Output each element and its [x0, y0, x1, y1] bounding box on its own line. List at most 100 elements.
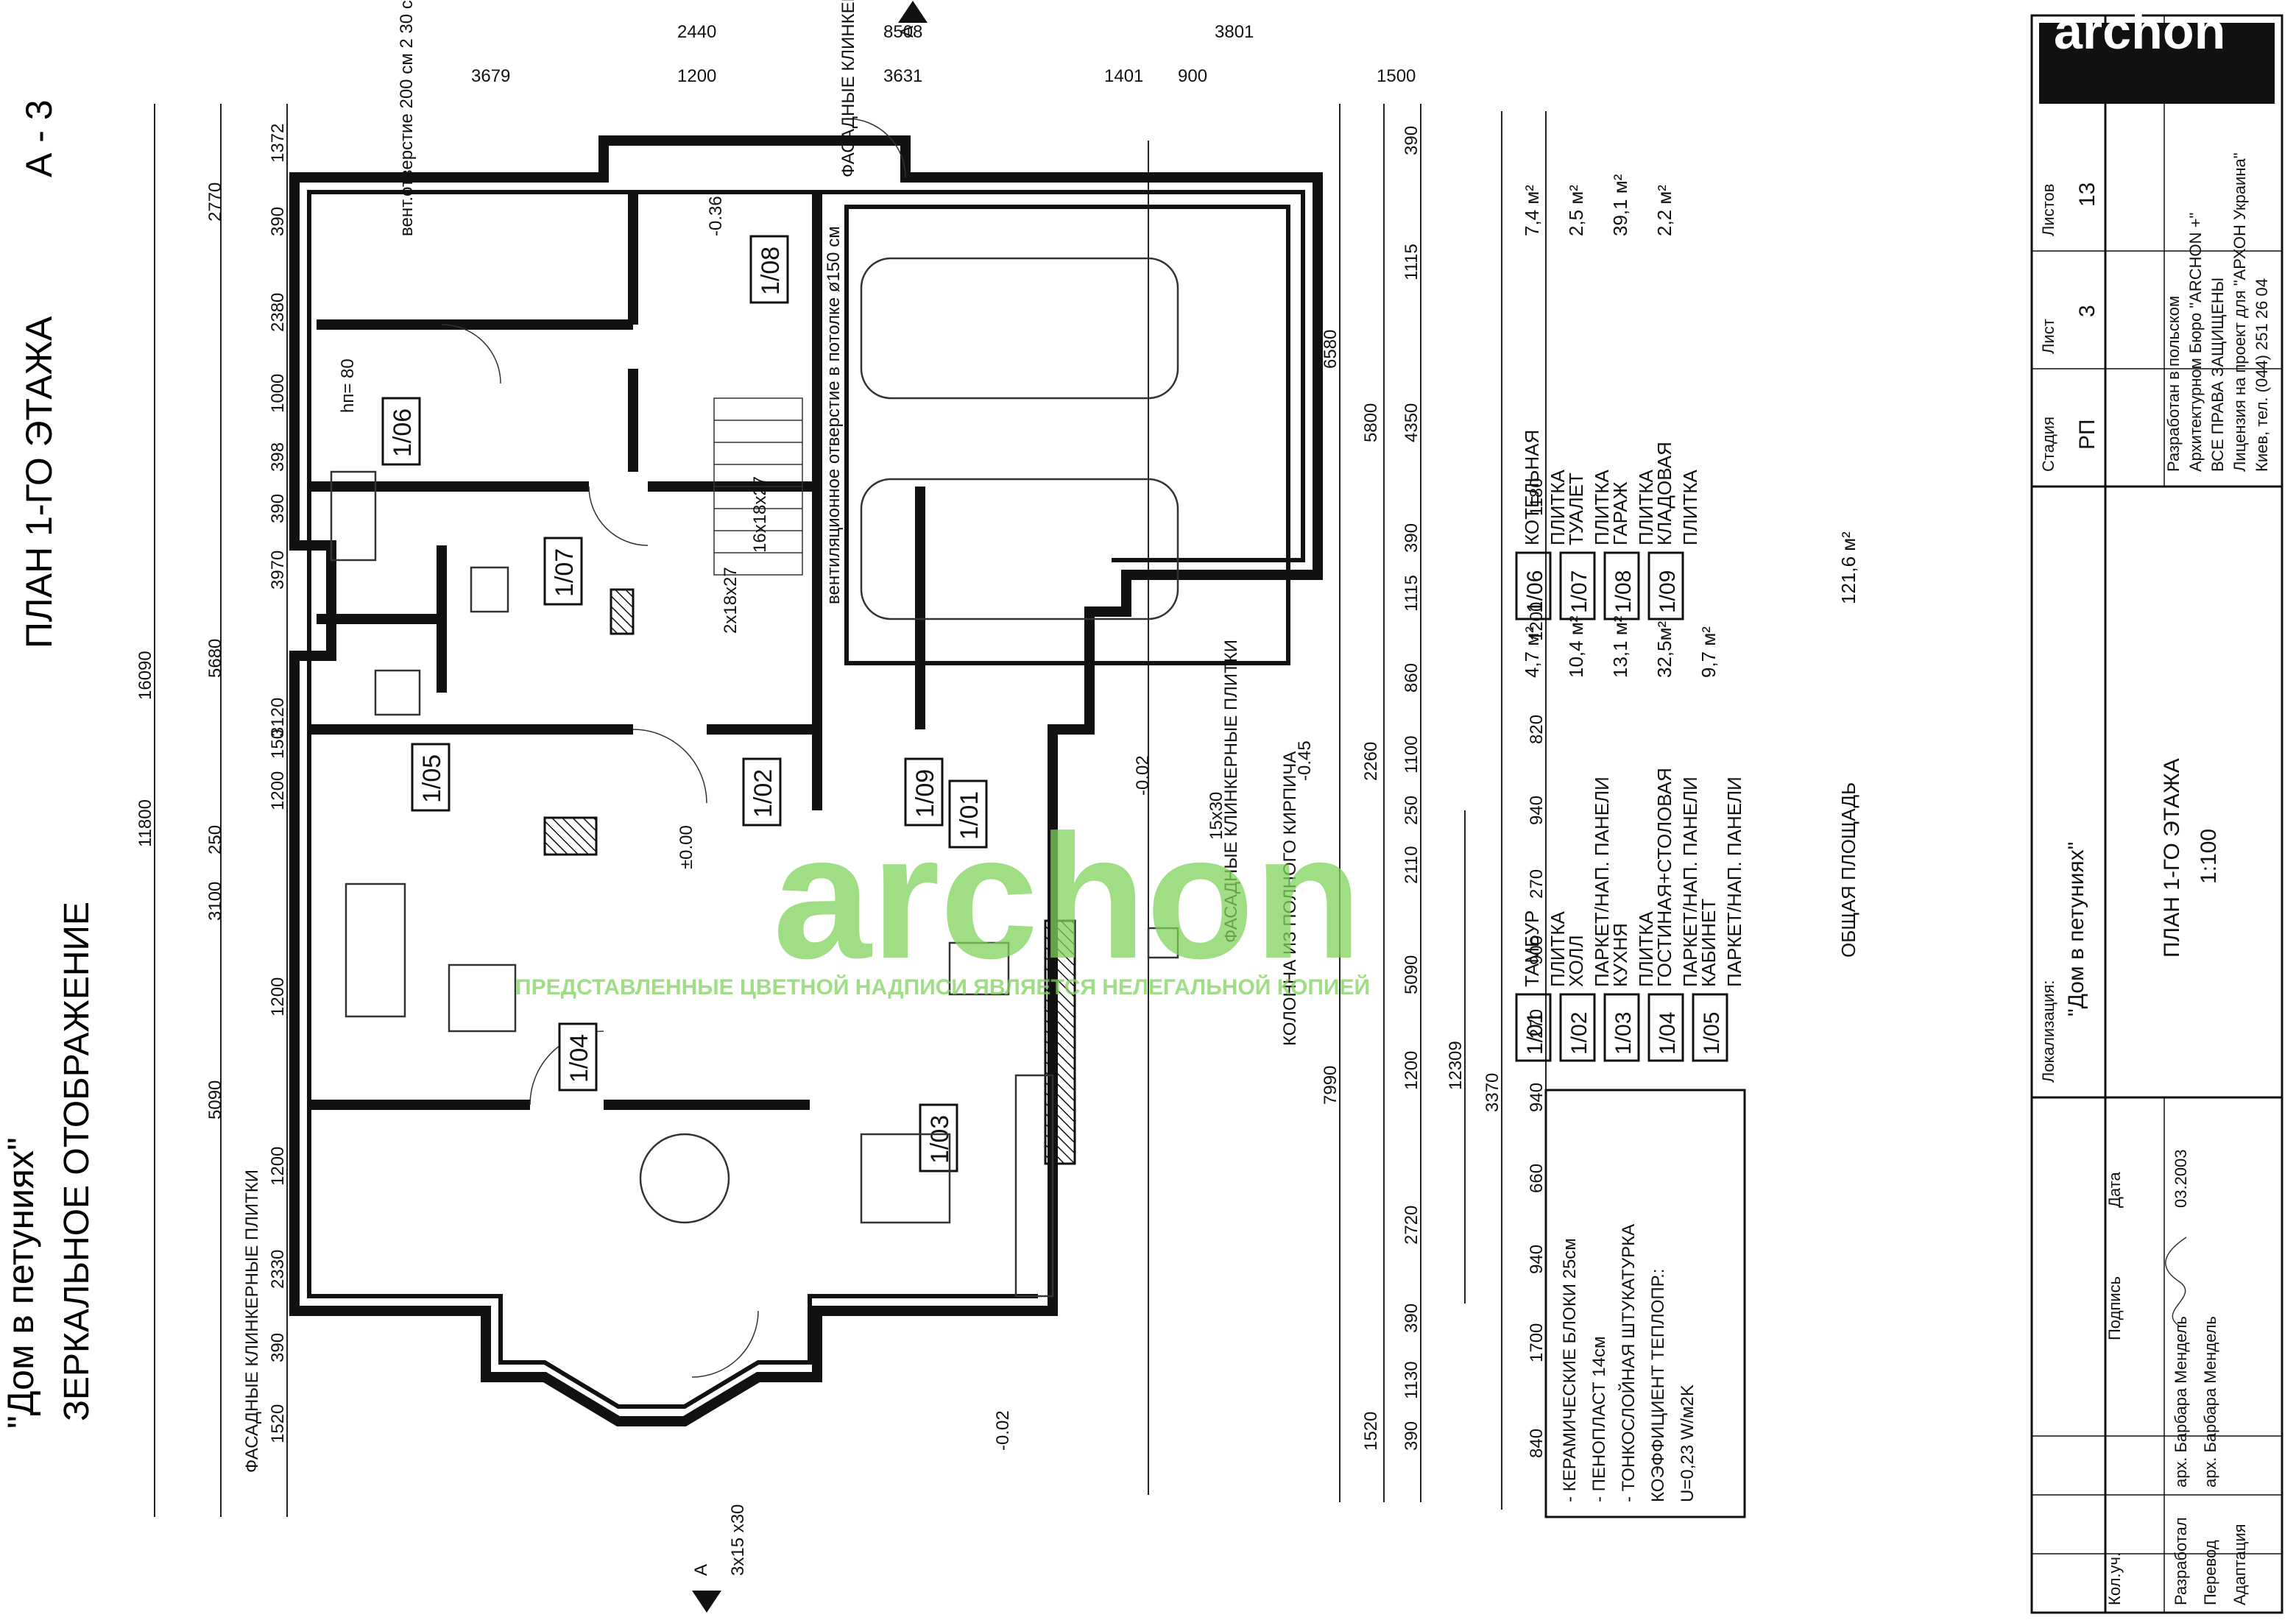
legend-entry: 1/02 ХОЛЛ ПАРКЕТ/НАП. ПАНЕЛИ 10,4 м²	[1559, 615, 1613, 1062]
svg-text:1/01: 1/01	[1523, 1012, 1547, 1055]
svg-text:КАБИНЕТ: КАБИНЕТ	[1698, 899, 1720, 987]
svg-text:39,1 м²: 39,1 м²	[1609, 174, 1631, 236]
svg-text:9,7 м²: 9,7 м²	[1698, 626, 1720, 678]
legend-entry: 1/03 КУХНЯ ПЛИТКА 13,1 м²	[1603, 615, 1657, 1062]
svg-text:ГОСТИНАЯ+СТОЛОВАЯ: ГОСТИНАЯ+СТОЛОВАЯ	[1653, 768, 1675, 987]
doors	[441, 118, 906, 1378]
wall-note-line: - ПЕНОПЛАСТ 14см	[1589, 1337, 1609, 1502]
total-area-value: 121,6 м²	[1837, 531, 1859, 604]
mirror-label: ЗЕРКАЛЬНОЕ ОТОБРАЖЕНИЕ	[57, 902, 96, 1421]
kitchen-table	[860, 1133, 951, 1224]
tb-developer-line: Лицензия на проект для "АРХОН Украина"	[2230, 152, 2249, 472]
dim-label: 1200	[677, 66, 716, 86]
dim-label: 6580	[1321, 330, 1340, 369]
room-tag-1-02: 1/02	[742, 757, 782, 827]
svg-text:2,5 м²: 2,5 м²	[1565, 185, 1587, 236]
wall-note-line: - ТОНКОСЛОЙНАЯ ШТУКАТУРКА	[1618, 1224, 1639, 1502]
section-arrow-icon	[898, 1, 928, 23]
watermark-logo: archon	[773, 798, 1362, 995]
vent-garage: вентиляционное отверстие в потолке ø150 …	[824, 226, 844, 604]
room-tag-1-06: 1/06	[381, 397, 421, 466]
tb-header-stage: Стадия	[2039, 417, 2057, 472]
svg-text:1/02: 1/02	[1567, 1012, 1592, 1055]
dim-label: 8508	[883, 22, 922, 42]
dim-label: 390	[1402, 126, 1421, 155]
dims-top-row1: 840 1700 940 660 940 270 900 270 940 820…	[1446, 478, 1547, 1458]
dim-label: 1700	[1527, 1323, 1547, 1362]
inner-wall-line	[307, 190, 1305, 1409]
sheet-code: А - 3	[18, 99, 60, 177]
sofa	[345, 882, 406, 1018]
dim-label: 3100	[205, 882, 225, 921]
dim-label: 2720	[1402, 1206, 1421, 1245]
stairs-main-label: 16x18x27	[750, 476, 770, 553]
toilet	[470, 566, 509, 613]
watermark-notice: ПРЕДСТАВЛЕННЫЕ ЦВЕТНОЙ НАДПИСИ ЯВЛЯЕТСЯ …	[515, 975, 1370, 1000]
svg-text:1/04: 1/04	[565, 1034, 593, 1083]
svg-text:1/05: 1/05	[418, 754, 446, 803]
tb-role-developer: Разработал	[2172, 1517, 2190, 1605]
dim-label: 2260	[1361, 742, 1381, 781]
svg-text:1/05: 1/05	[1700, 1012, 1724, 1055]
dims-bottom: 1500 900 1401 3631 1200 3679 3801 2440 8…	[471, 22, 1416, 86]
dim-label: 1520	[268, 1404, 288, 1443]
room-tag-1-07: 1/07	[543, 537, 583, 606]
dim-label: 1180	[1527, 478, 1547, 516]
dim-label: 860	[1402, 663, 1421, 693]
section-size: 3x15 x30	[728, 1504, 748, 1576]
archon-logo-box	[2039, 23, 2275, 104]
dim-label: 940	[1527, 1245, 1547, 1274]
chimney-size: 15x30	[1207, 792, 1226, 840]
tb-developer-line: ВСЕ ПРАВА ЗАЩИЩЕНЫ	[2208, 277, 2227, 472]
dim-label: 390	[1402, 1421, 1421, 1451]
clinker-bottom-label: ФАСАДНЫЕ КЛИНКЕРНЫЕ ПЛИТКИ	[242, 1170, 262, 1473]
hn-80-label: hп= 80	[338, 358, 358, 413]
level-036: -0.36	[706, 196, 726, 236]
dim-label: 3679	[471, 66, 510, 86]
svg-text:1/06: 1/06	[1523, 570, 1547, 613]
dim-label: 1115	[1402, 575, 1421, 612]
svg-text:КЛАДОВАЯ: КЛАДОВАЯ	[1653, 442, 1675, 545]
column-label: КОЛОННА ИЗ ПОЛНОГО КИРПИЧА	[1280, 751, 1300, 1046]
svg-text:1/04: 1/04	[1656, 1012, 1680, 1055]
door-swing	[846, 118, 906, 178]
total-area-label: ОБЩАЯ ПЛОЩАДЬ	[1837, 782, 1859, 958]
dim-label: 940	[1527, 796, 1547, 825]
svg-text:ТУАЛЕТ: ТУАЛЕТ	[1565, 473, 1587, 545]
dim-label: 5090	[1402, 955, 1421, 994]
car-1	[860, 478, 1179, 620]
header-block: "Дом в петуниях" ЗЕРКАЛЬНОЕ ОТОБРАЖЕНИЕ …	[0, 99, 96, 1429]
door-swing	[691, 1310, 759, 1378]
dim-label: 1500	[1377, 66, 1416, 86]
room-legend: 1/06 КОТЕЛЬНАЯ ПЛИТКА 7,4 м² 1/07 ТУАЛЕТ…	[1515, 174, 1859, 1062]
tb-header-sheets: Листов	[2039, 184, 2057, 236]
dim-label: 12309	[1446, 1041, 1466, 1090]
tb-date-developer: 03.2003	[2172, 1149, 2190, 1208]
door-swing	[632, 729, 707, 804]
dim-label: 11800	[135, 799, 155, 847]
tb-role-adaptation: Адаптация	[2230, 1524, 2249, 1605]
dim-label: 3120	[268, 698, 288, 737]
dining-table	[639, 1133, 730, 1224]
svg-text:ПАРКЕТ/НАП. ПАНЕЛИ: ПАРКЕТ/НАП. ПАНЕЛИ	[1679, 777, 1701, 987]
tb-name-translation: арх. Барбара Мендель	[2201, 1316, 2219, 1488]
dim-label: 390	[1402, 1304, 1421, 1333]
svg-text:1/07: 1/07	[551, 548, 579, 597]
dim-label: 3370	[1483, 1073, 1502, 1112]
column	[1147, 927, 1179, 959]
chimney-block	[610, 588, 635, 635]
svg-text:2,2 м²: 2,2 м²	[1653, 185, 1675, 236]
wall-note-box: - КЕРАМИЧЕСКИЕ БЛОКИ 25см - ПЕНОПЛАСТ 14…	[1544, 1089, 1746, 1518]
dim-label: 1100	[1402, 735, 1421, 774]
dim-label: 150	[268, 729, 288, 759]
level-002-entry: -0.02	[1133, 755, 1153, 796]
title-block: Кол.уч. Подпись Дата Разработал арх. Бар…	[2030, 2, 2283, 1614]
dim-label: 2380	[268, 293, 288, 332]
furniture	[330, 257, 1179, 1298]
svg-text:ПАРКЕТ/НАП. ПАНЕЛИ: ПАРКЕТ/НАП. ПАНЕЛИ	[1591, 777, 1613, 987]
dim-label: 7990	[1321, 1066, 1340, 1105]
dim-label: 2330	[268, 1250, 288, 1289]
tb-header-sheet: Лист	[2039, 319, 2057, 354]
room-tag-1-05: 1/05	[411, 743, 451, 812]
